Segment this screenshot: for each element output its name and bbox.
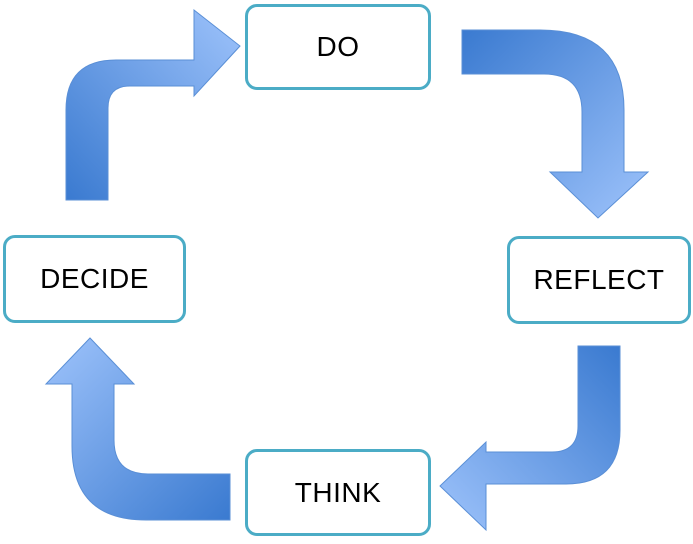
arrow-think-to-decide [44, 337, 231, 521]
arrow-reflect-to-think [439, 345, 621, 532]
stage-think-box: THINK [245, 449, 431, 536]
stage-reflect-box: REFLECT [507, 236, 691, 324]
arrow-do-to-reflect [461, 29, 650, 219]
arrow-decide-to-do [65, 8, 241, 201]
stage-do-box: DO [245, 4, 431, 90]
stage-do-label: DO [316, 31, 360, 62]
stage-think-label: THINK [294, 476, 382, 508]
stage-decide-label: DECIDE [40, 263, 149, 294]
stage-decide-box: DECIDE [3, 235, 186, 323]
stage-reflect-label: REFLECT [533, 264, 665, 295]
